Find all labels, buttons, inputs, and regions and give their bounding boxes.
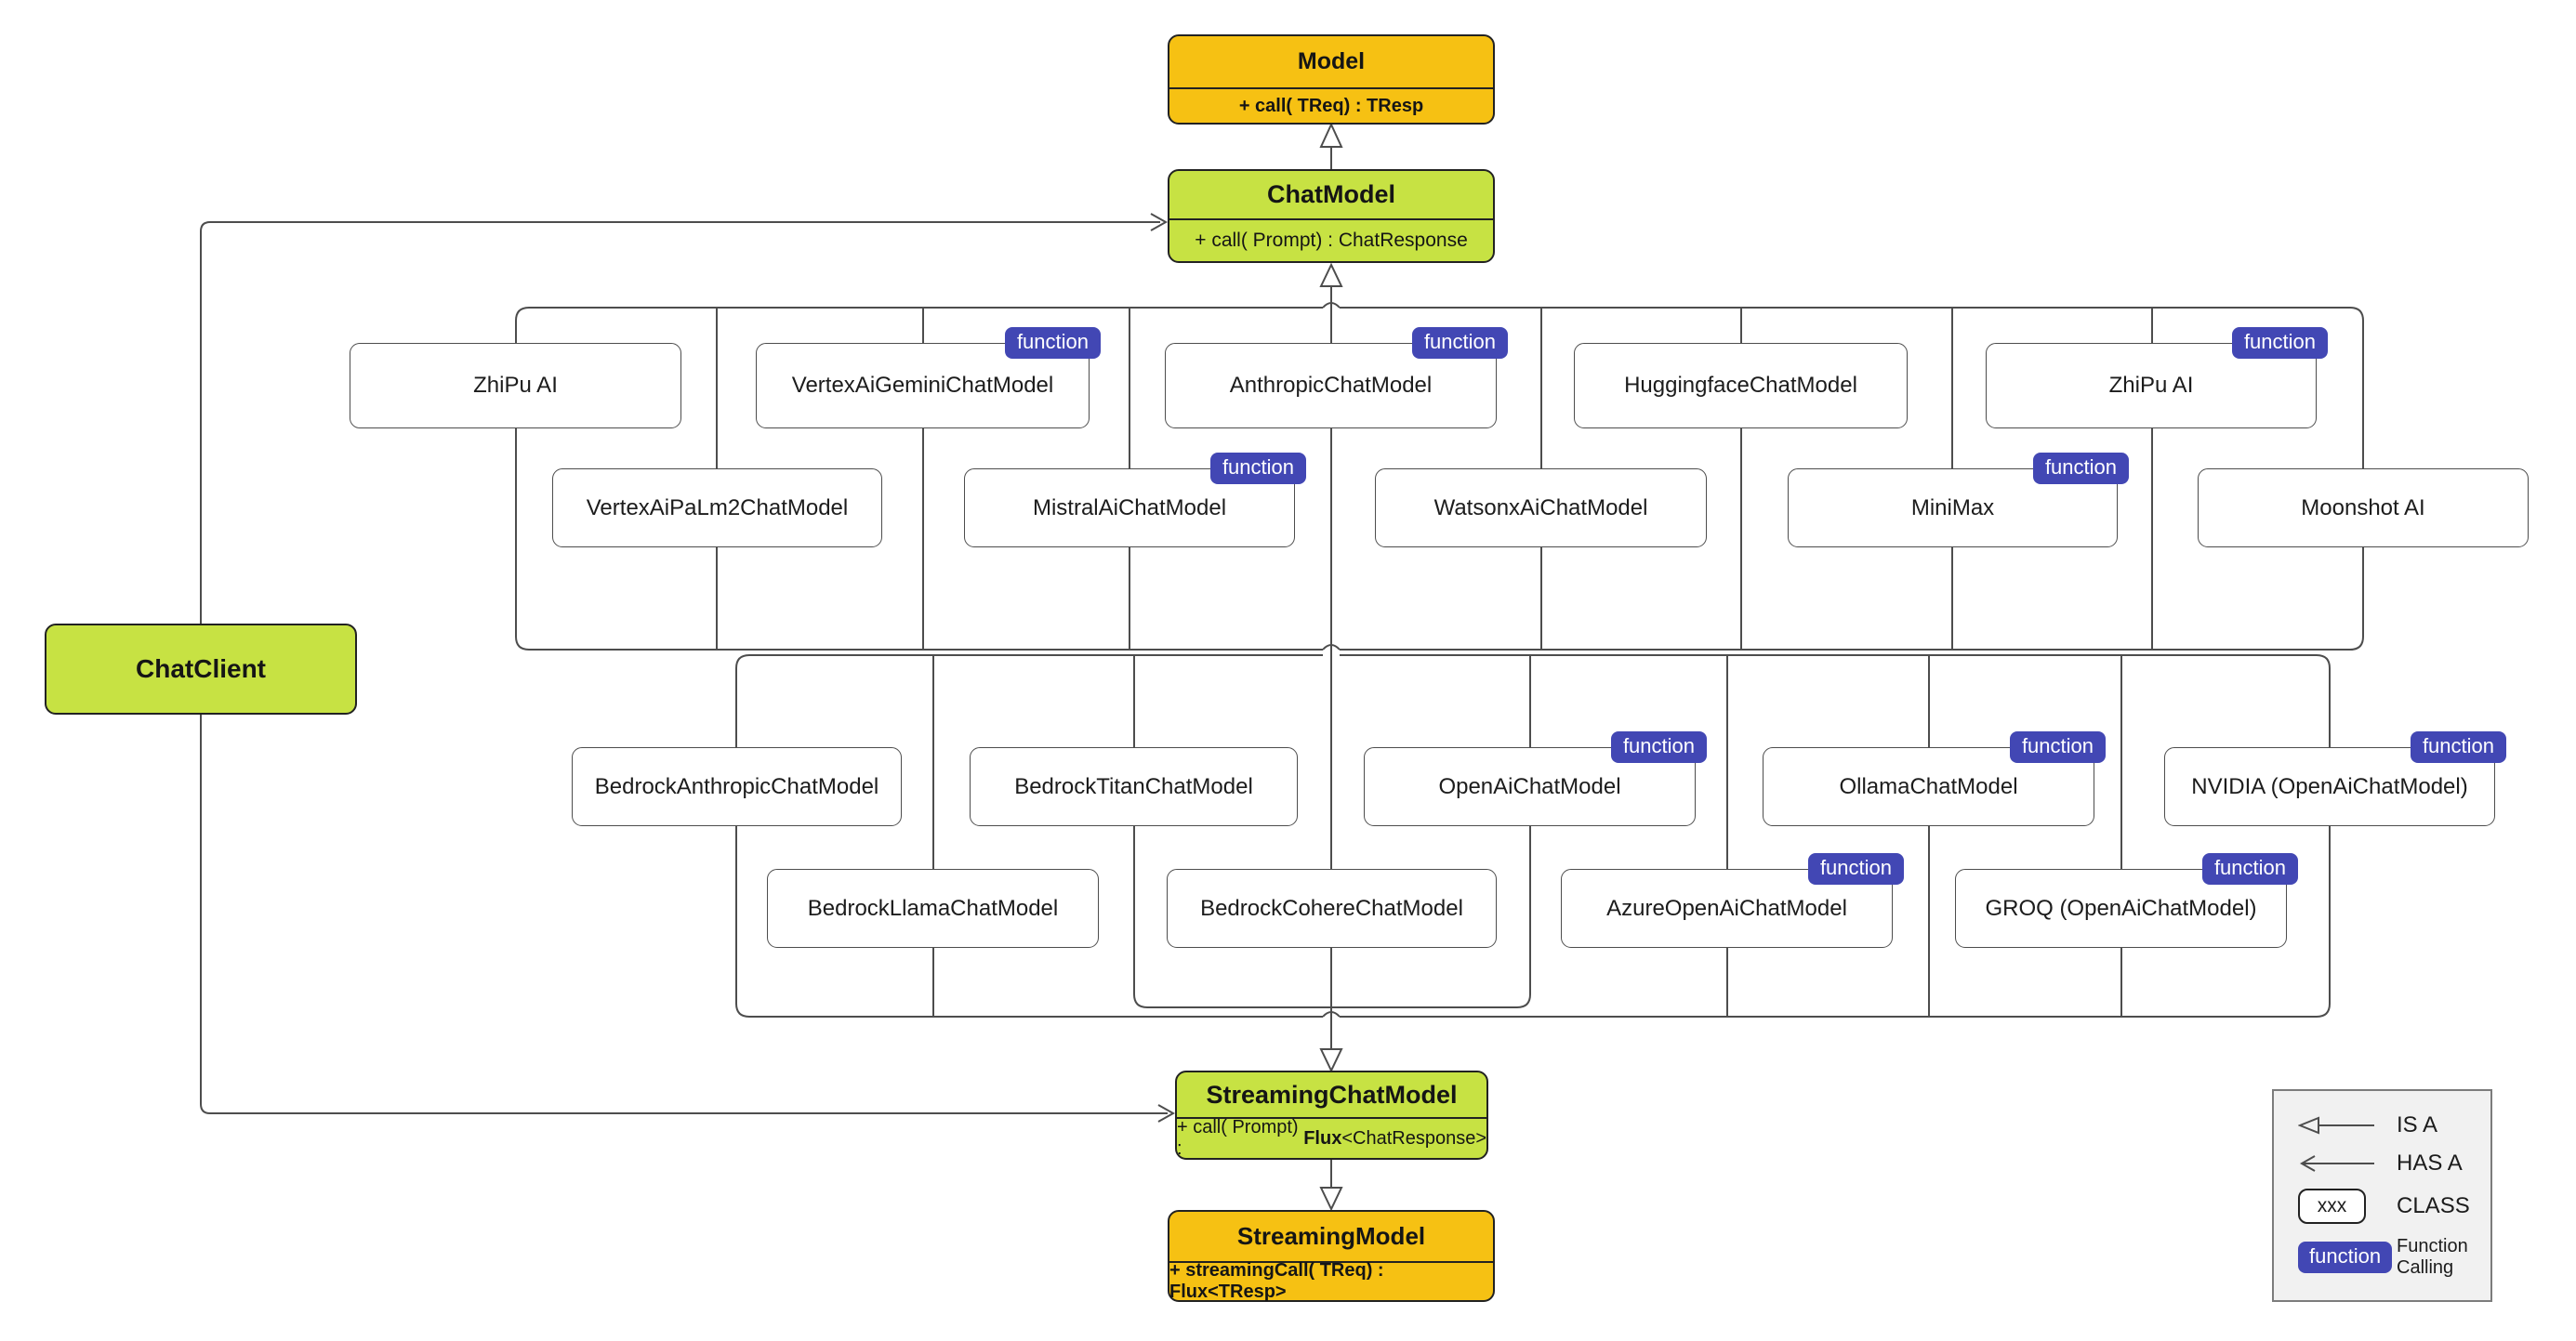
class-node-ollamachatmodel: OllamaChatModel (1763, 747, 2094, 826)
class-title: VertexAiPaLm2ChatModel (586, 494, 849, 520)
has-a-chatclient-to-streamingchatmodel (200, 715, 1176, 1123)
class-title: AnthropicChatModel (1229, 373, 1433, 398)
legend-label: IS A (2397, 1112, 2438, 1137)
class-method: + call( Prompt) : ChatResponse (1169, 218, 1493, 261)
function-badge: function (1807, 853, 1904, 885)
class-node-zhipu-ai: ZhiPu AI (350, 343, 681, 428)
class-node-bedrockcoherechatmodel: BedrockCohereChatModel (1167, 869, 1497, 948)
class-title: VertexAiGeminiChatModel (791, 373, 1054, 398)
function-badge-sample: function (2298, 1242, 2393, 1273)
class-title: BedrockLlamaChatModel (807, 895, 1059, 921)
function-badge: function (1411, 327, 1508, 359)
class-node-streamingchatmodel: StreamingChatModel + call( Prompt) : Flu… (1175, 1071, 1488, 1160)
is-a-arrow-icon (2298, 1115, 2384, 1136)
class-node-chatmodel: ChatModel + call( Prompt) : ChatResponse (1168, 169, 1495, 263)
class-title: Model (1297, 48, 1366, 74)
class-sample-box: xxx (2298, 1189, 2366, 1224)
class-title: NVIDIA (OpenAiChatModel) (2191, 773, 2468, 799)
is-a-chatmodel-to-model (1319, 122, 1343, 169)
class-title: BedrockCohereChatModel (1200, 895, 1463, 921)
class-title: StreamingModel (1236, 1222, 1426, 1250)
class-node-streamingmodel: StreamingModel + streamingCall( TReq) : … (1168, 1210, 1495, 1302)
class-node-bedrockllamachatmodel: BedrockLlamaChatModel (767, 869, 1099, 948)
class-node-moonshot-ai: Moonshot AI (2198, 468, 2529, 547)
class-title: MiniMax (1910, 494, 1995, 520)
class-title: AzureOpenAiChatModel (1606, 895, 1847, 921)
legend-label: CLASS (2397, 1193, 2470, 1218)
class-node-chatclient: ChatClient (45, 624, 357, 715)
class-node-watsonxaichatmodel: WatsonxAiChatModel (1375, 468, 1707, 547)
class-title: Moonshot AI (2301, 494, 2425, 520)
class-node-vertexaipalm2chatmodel: VertexAiPaLm2ChatModel (552, 468, 882, 547)
class-node-huggingfacechatmodel: HuggingfaceChatModel (1574, 343, 1908, 428)
class-title: MistralAiChatModel (1032, 494, 1227, 520)
function-badge: function (1004, 327, 1101, 359)
legend: IS A HAS A xxx CLASS function Function C… (2272, 1089, 2492, 1302)
class-title: HuggingfaceChatModel (1624, 373, 1857, 398)
class-method: + streamingCall( TReq) : Flux<TResp> (1169, 1260, 1493, 1302)
is-a-streamingchatmodel-to-streamingmodel (1319, 1160, 1343, 1212)
class-title: BedrockTitanChatModel (1014, 773, 1253, 799)
class-method: + call( TReq) : TResp (1169, 87, 1493, 123)
class-title: BedrockAnthropicChatModel (594, 773, 879, 799)
function-badge: function (2410, 731, 2506, 763)
function-badge: function (2009, 731, 2106, 763)
legend-row-function: function Function Calling (2298, 1236, 2490, 1279)
function-badge: function (2231, 327, 2328, 359)
function-badge: function (1610, 731, 1707, 763)
legend-row-has-a: HAS A (2298, 1150, 2490, 1177)
class-method: + call( Prompt) : Flux<ChatResponse> (1177, 1117, 1486, 1159)
legend-row-is-a: IS A (2298, 1112, 2490, 1138)
function-badge: function (2201, 853, 2298, 885)
class-title: ZhiPu AI (2108, 373, 2194, 398)
class-node-bedrockanthropicchatmodel: BedrockAnthropicChatModel (572, 747, 902, 826)
function-badge: function (2032, 453, 2129, 484)
has-a-arrow-icon (2298, 1153, 2384, 1174)
inheritance-bus-group2 (735, 654, 2331, 1018)
class-title: StreamingChatModel (1206, 1080, 1458, 1109)
function-badge: function (1209, 453, 1306, 484)
class-title: ZhiPu AI (473, 373, 558, 398)
legend-label: HAS A (2397, 1150, 2463, 1176)
legend-row-class: xxx CLASS (2298, 1189, 2490, 1224)
class-node-model: Model + call( TReq) : TResp (1168, 34, 1495, 125)
class-title: ChatClient (136, 654, 266, 683)
class-node-bedrocktitanchatmodel: BedrockTitanChatModel (970, 747, 1298, 826)
class-title: WatsonxAiChatModel (1433, 494, 1648, 520)
legend-label: Function Calling (2397, 1236, 2468, 1278)
class-title: OpenAiChatModel (1438, 773, 1621, 799)
class-title: ChatModel (1267, 180, 1395, 208)
has-a-chatclient-to-chatmodel (200, 213, 1169, 624)
class-title: OllamaChatModel (1839, 773, 2018, 799)
class-title: GROQ (OpenAiChatModel) (1985, 895, 2257, 921)
